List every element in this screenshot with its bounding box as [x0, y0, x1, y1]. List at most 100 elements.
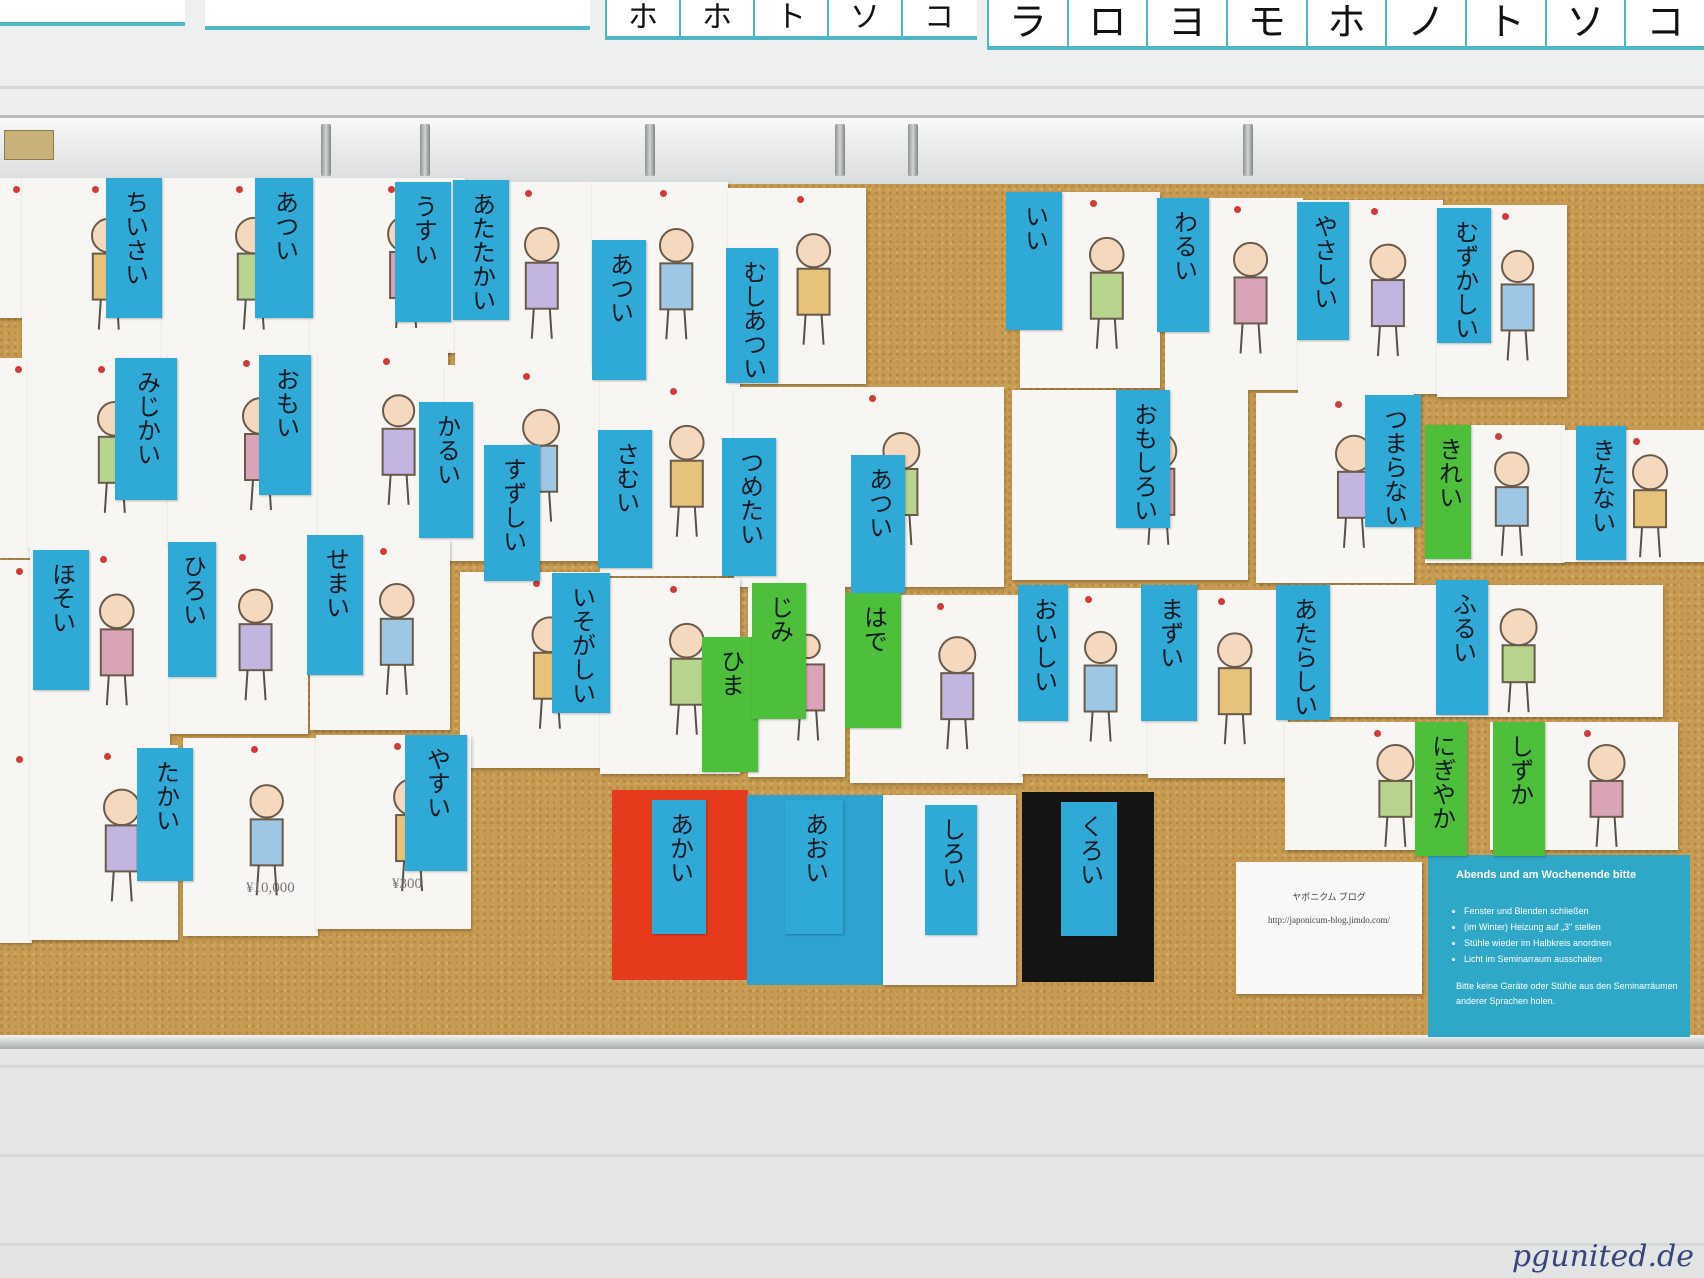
rail-hook — [645, 124, 655, 176]
rail-hook — [420, 124, 430, 176]
sketch-figure — [796, 233, 832, 345]
rail-hook — [1243, 124, 1253, 176]
adjective-tag: むしあつい — [726, 248, 778, 383]
kana-chart-left — [0, 0, 185, 26]
adjective-tag: いい — [1006, 192, 1062, 330]
sketch-figure — [249, 784, 284, 896]
adjective-tag: ちいさい — [106, 178, 162, 318]
sketch-figure — [379, 583, 415, 695]
info-sign: Abends und am Wochenende bitte Fenster u… — [1428, 855, 1690, 1037]
blog-title: ヤポニクム ブログ — [1292, 892, 1366, 902]
rail-hook — [908, 124, 918, 176]
push-pin — [1234, 206, 1241, 213]
adjective-tag: にぎやか — [1415, 722, 1467, 856]
kana-cell: ノ — [1385, 0, 1465, 46]
push-pin — [670, 388, 677, 395]
push-pin — [1633, 438, 1640, 445]
info-item: (im Winter) Heizung auf „3" stellen — [1464, 919, 1680, 935]
adjective-tag: やさしい — [1297, 202, 1349, 340]
kana-cell: ソ — [827, 0, 901, 36]
price-label-cheap: ¥300 — [392, 876, 422, 892]
kana-cell: コ — [901, 0, 975, 36]
kana-cell: ヨ — [1146, 0, 1226, 46]
push-pin — [525, 190, 532, 197]
push-pin — [387, 186, 395, 193]
push-pin — [660, 190, 667, 197]
adjective-tag: きたない — [1576, 426, 1626, 560]
adjective-tag: あつい — [255, 178, 313, 318]
push-pin — [1218, 598, 1225, 605]
adjective-tag: うすい — [395, 182, 451, 322]
kana-cell: ト — [1465, 0, 1545, 46]
push-pin — [1090, 200, 1097, 207]
info-footer: Bitte keine Geräte oder Stühle aus den S… — [1456, 981, 1678, 1006]
adjective-tag: ふるい — [1436, 580, 1488, 715]
adjective-tag: はで — [845, 593, 901, 728]
push-pin — [92, 186, 99, 193]
adjective-tag: きれい — [1425, 425, 1471, 559]
adjective-tag: せまい — [307, 535, 363, 675]
adjective-tag: あたらしい — [1276, 585, 1330, 720]
push-pin — [869, 395, 876, 402]
adjective-tag: まずい — [1141, 585, 1197, 721]
kana-cell: ホ — [1305, 0, 1386, 46]
info-list: Fenster und Blenden schließen(im Winter)… — [1456, 903, 1680, 967]
adjective-tag: わるい — [1157, 198, 1209, 332]
kana-cell: ホ — [679, 0, 753, 36]
sketch-figure — [524, 226, 560, 339]
blog-card: ヤポニクム ブログ http://japonicum-blog.jimdo.co… — [1236, 862, 1422, 994]
watermark: pgunited.de — [1511, 1239, 1694, 1274]
push-pin — [236, 186, 243, 193]
sketch-figure — [669, 424, 705, 537]
adjective-tag: あおい — [785, 800, 843, 934]
kana-cell: ホ — [605, 0, 679, 36]
adjective-tag: むずかしい — [1437, 208, 1491, 343]
adjective-tag: あつい — [851, 455, 905, 593]
sketch-figure — [1632, 454, 1669, 558]
kana-cell: ロ — [1066, 0, 1147, 46]
adjective-tag: くろい — [1061, 802, 1117, 936]
push-pin — [243, 360, 250, 367]
sketch-figure — [1376, 743, 1415, 847]
rail-hook — [321, 124, 331, 176]
push-pin — [16, 756, 23, 763]
push-pin — [393, 743, 401, 750]
push-pin — [104, 753, 111, 760]
adjective-tag: ひろい — [168, 542, 216, 677]
kana-cell: ラ — [987, 0, 1067, 46]
board-frame-bottom — [0, 1035, 1704, 1049]
adjective-tag: あかい — [652, 800, 706, 934]
adjective-tag: しろい — [925, 805, 977, 935]
push-pin — [670, 586, 677, 593]
adjective-tag: あたたかい — [453, 180, 509, 320]
info-heading: Abends und am Wochenende bitte — [1456, 869, 1637, 881]
sketch-figure — [381, 394, 416, 505]
price-label-expensive: ¥10,000 — [246, 880, 295, 896]
adjective-tag: おもしろい — [1116, 390, 1170, 528]
drawing-card — [183, 738, 318, 936]
adjective-tag: いそがしい — [552, 573, 610, 713]
sketch-figure — [1369, 243, 1407, 357]
drawing-card — [0, 178, 25, 318]
push-pin — [16, 568, 23, 575]
adjective-tag: おいしい — [1018, 585, 1068, 721]
rail-label — [4, 130, 54, 160]
sketch-figure — [659, 228, 694, 340]
sketch-figure — [1494, 451, 1530, 556]
kana-cell: ソ — [1544, 0, 1625, 46]
adjective-tag: やすい — [405, 735, 467, 871]
board-rail — [0, 115, 1704, 189]
sketch-figure — [1499, 608, 1538, 713]
kana-chart-right: ラロヨモホノトソコ — [987, 0, 1704, 50]
push-pin — [98, 366, 105, 373]
rail-hook — [835, 124, 845, 176]
sketch-figure — [938, 636, 977, 750]
adjective-tag: しずか — [1493, 722, 1545, 856]
push-pin — [1584, 730, 1591, 737]
drawing-card — [1256, 393, 1414, 583]
push-pin — [532, 580, 540, 587]
adjective-tag: みじかい — [115, 358, 177, 500]
adjective-tag: ひま — [702, 637, 758, 772]
push-pin — [522, 373, 530, 380]
push-pin — [12, 186, 20, 193]
